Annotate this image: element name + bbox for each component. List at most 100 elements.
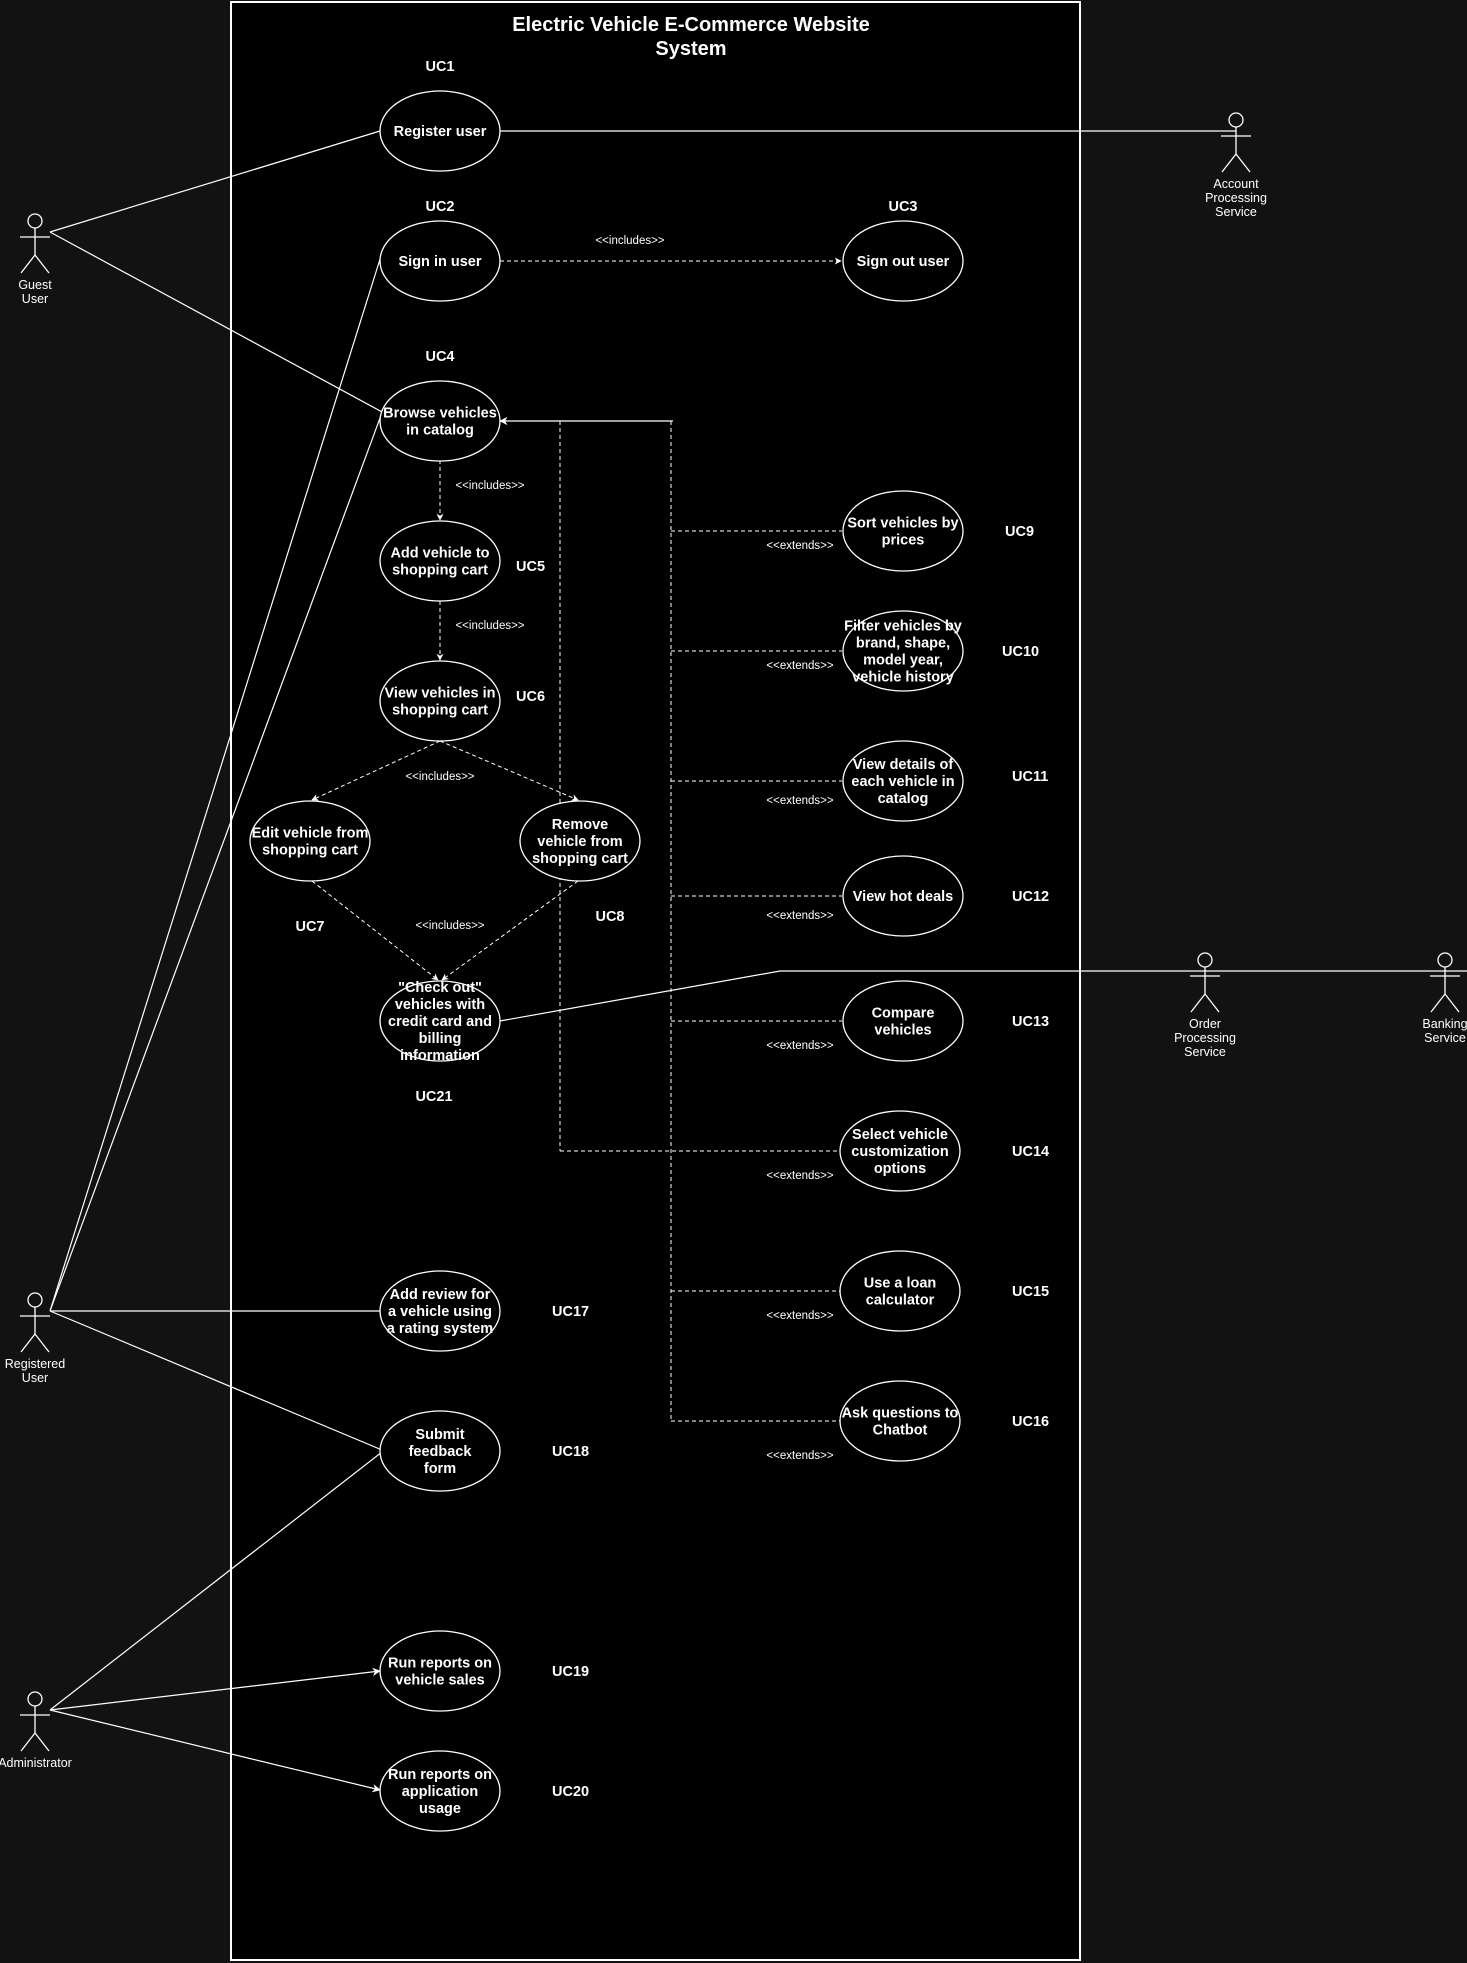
account-processing-service-actor-head [1228, 112, 1244, 128]
uc14-select-customization-ellipse [839, 1110, 961, 1192]
label-includes-add-view: <<includes>> [455, 620, 524, 632]
uc10-filter-vehicles-label-line: vehicle history [852, 670, 954, 686]
uc17-add-review-code: UC17 [552, 1304, 589, 1320]
banking-service-actor-label-line: Banking [1422, 1017, 1467, 1031]
uc4-browse-vehicles-label-line: Browse vehicles [383, 406, 497, 422]
uc13-compare-vehicles-label-line: Compare [872, 1006, 935, 1022]
label-extends-filter: <<extends>> [766, 660, 833, 672]
system-boundary [230, 1, 1081, 1961]
uc13-compare-vehicles-label-line: vehicles [874, 1023, 931, 1039]
uc4-browse-vehicles-label-line: in catalog [406, 423, 474, 439]
uc15-loan-calculator-label-line: Use a loan [864, 1276, 937, 1292]
uc21-check-out-code: UC21 [415, 1089, 452, 1105]
uc6-view-vehicles-in-cart-label-line: shopping cart [392, 703, 488, 719]
uc6-view-vehicles-in-cart-code: UC6 [516, 689, 545, 705]
uc21-check-out-label-line: credit card and [388, 1014, 492, 1030]
uc20-report-application-usage-label-line: Run reports on [388, 1767, 492, 1783]
uc11-view-vehicle-details-code: UC11 [1012, 769, 1048, 785]
uc10-filter-vehicles-ellipse [842, 610, 964, 692]
uc7-edit-vehicle-from-cart-ellipse [249, 800, 371, 882]
uc18-submit-feedback-label-line: feedback [409, 1444, 473, 1460]
uc15-loan-calculator-ellipse [839, 1250, 961, 1332]
uc20-report-application-usage-label-line: application [402, 1784, 479, 1800]
administrator-actor-right-leg [34, 1732, 50, 1752]
uc21-check-out-label-line: vehicles with [395, 997, 485, 1013]
uc7-edit-vehicle-from-cart-label-line: Edit vehicle from [252, 826, 369, 842]
uc1-register-user-ellipse [379, 90, 501, 172]
uc14-select-customization-label-line: options [874, 1161, 926, 1177]
uc7-edit-vehicle-from-cart-code: UC7 [295, 919, 324, 935]
label-includes-view-branch: <<includes>> [405, 771, 474, 783]
assoc-checkout-order-banking [499, 970, 1467, 1022]
order-processing-service-actor-label-line: Service [1184, 1045, 1226, 1059]
assoc-registered-feedback [49, 1310, 383, 1451]
uc10-filter-vehicles-label-line: Filter vehicles by [844, 619, 962, 635]
guest-user-actor-left-leg [20, 254, 36, 274]
uc3-sign-out-user-label-line: Sign out user [857, 254, 950, 270]
uc9-sort-vehicles-by-prices-label-line: prices [882, 533, 925, 549]
uc18-submit-feedback-code: UC18 [552, 1444, 589, 1460]
uc18-submit-feedback-label-line: Submit [415, 1427, 464, 1443]
banking-service-actor-head [1437, 952, 1453, 968]
uc16-ask-chatbot-code: UC16 [1012, 1414, 1049, 1430]
label-extends-hotdeals: <<extends>> [766, 910, 833, 922]
registered-user-actor-label-line: User [22, 1371, 48, 1385]
uc8-remove-vehicle-from-cart-code: UC8 [595, 909, 624, 925]
assoc-registered-signin [49, 255, 382, 1312]
uc21-check-out-label-line: information [400, 1048, 480, 1064]
uc14-select-customization-label-line: Select vehicle [852, 1127, 948, 1143]
uc19-report-vehicle-sales-label-line: Run reports on [388, 1656, 492, 1672]
system-title-line-1: Electric Vehicle E-Commerce Website [512, 14, 870, 36]
uc14-select-customization-label-line: customization [851, 1144, 948, 1160]
uc21-check-out-ellipse [379, 980, 501, 1062]
registered-user-actor-head [27, 1292, 43, 1308]
order-processing-service-actor-left-leg [1190, 993, 1206, 1013]
label-extends-customize: <<extends>> [766, 1170, 833, 1182]
uc19-report-vehicle-sales-code: UC19 [552, 1664, 589, 1680]
label-extends-details: <<extends>> [766, 795, 833, 807]
uc3-sign-out-user-ellipse [842, 220, 964, 302]
uc2-sign-in-user-label-line: Sign in user [399, 254, 482, 270]
uc16-ask-chatbot-ellipse [839, 1380, 961, 1462]
uc11-view-vehicle-details-label-line: each vehicle in [851, 774, 954, 790]
uc4-browse-vehicles-ellipse [379, 380, 501, 462]
label-extends-chatbot: <<extends>> [766, 1450, 833, 1462]
order-processing-service-actor-right-leg [1204, 993, 1220, 1013]
uc13-compare-vehicles-ellipse [842, 980, 964, 1062]
label-extends-compare: <<extends>> [766, 1040, 833, 1052]
uc14-select-customization-code: UC14 [1012, 1144, 1049, 1160]
stereotype-labels: <<includes>> <<includes>> <<includes>> <… [405, 235, 833, 1462]
uc21-check-out-label-line: billing [419, 1031, 462, 1047]
assoc-registered-browse [49, 409, 384, 1312]
uc8-remove-vehicle-from-cart-label-line: vehicle from [537, 834, 622, 850]
uc9-sort-vehicles-by-prices-label-line: Sort vehicles by [847, 516, 958, 532]
uc2-sign-in-user-code: UC2 [425, 199, 454, 215]
registered-user-actor-left-leg [20, 1333, 36, 1353]
uc4-browse-vehicles-code: UC4 [425, 349, 454, 365]
uc20-report-application-usage-ellipse [379, 1750, 501, 1832]
administrator-actor: Administrator [0, 1691, 72, 1770]
uc12-view-hot-deals-label-line: View hot deals [853, 889, 953, 905]
assoc-guest-register [49, 130, 381, 233]
administrator-actor-left-leg [20, 1732, 36, 1752]
uc8-remove-vehicle-from-cart-label-line: shopping cart [532, 851, 628, 867]
uc5-add-vehicle-to-cart-label-line: Add vehicle to [390, 546, 489, 562]
system-title-line-2: System [655, 38, 726, 60]
label-includes-browse-add: <<includes>> [455, 480, 524, 492]
order-processing-service-actor-label-line: Order [1189, 1017, 1221, 1031]
uc5-add-vehicle-to-cart-label-line: shopping cart [392, 563, 488, 579]
uc10-filter-vehicles-label-line: model year, [863, 653, 943, 669]
